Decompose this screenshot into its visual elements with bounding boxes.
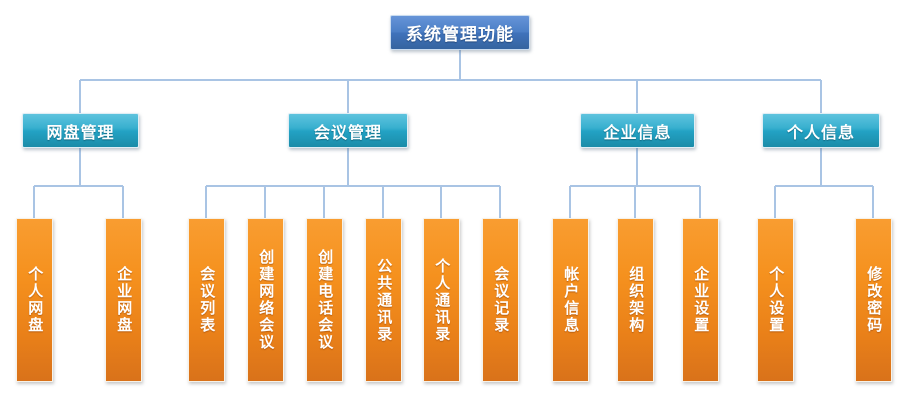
node-leaf-personal-contacts[interactable]: 个人通讯录 [423, 218, 460, 382]
node-leaf-label: 公共通讯录 [375, 257, 394, 343]
node-branch-label: 会议管理 [313, 122, 382, 142]
node-leaf-meeting-list[interactable]: 会议列表 [188, 218, 225, 382]
node-leaf-enterprise-settings[interactable]: 企业设置 [682, 218, 719, 382]
node-leaf-change-password[interactable]: 修改密码 [855, 218, 892, 382]
node-leaf-create-online-meeting[interactable]: 创建网络会议 [247, 218, 284, 382]
node-leaf-label: 个人设置 [767, 266, 786, 334]
node-leaf-enterprise-disk[interactable]: 企业网盘 [105, 218, 142, 382]
node-leaf-account-info[interactable]: 帐户信息 [552, 218, 589, 382]
node-leaf-org-structure[interactable]: 组织架构 [617, 218, 654, 382]
node-leaf-public-contacts[interactable]: 公共通讯录 [365, 218, 402, 382]
node-leaf-label: 个人通讯录 [433, 257, 452, 343]
node-leaf-label: 企业网盘 [115, 266, 134, 334]
node-leaf-label: 企业设置 [692, 266, 711, 334]
node-branch-label: 个人信息 [786, 122, 855, 142]
node-leaf-label: 个人网盘 [26, 266, 45, 334]
node-leaf-label: 会议列表 [198, 266, 217, 334]
node-branch-label: 网盘管理 [46, 122, 115, 142]
node-root[interactable]: 系统管理功能 [390, 15, 530, 50]
node-branch-personal-info[interactable]: 个人信息 [762, 113, 880, 148]
node-leaf-label: 创建网络会议 [257, 249, 276, 351]
node-branch-disk-management[interactable]: 网盘管理 [22, 113, 139, 148]
node-leaf-label: 组织架构 [627, 266, 646, 334]
node-leaf-label: 帐户信息 [562, 266, 581, 334]
node-leaf-label: 会议记录 [492, 266, 511, 334]
node-leaf-label: 修改密码 [865, 266, 884, 334]
node-leaf-personal-disk[interactable]: 个人网盘 [16, 218, 53, 382]
node-branch-enterprise-info[interactable]: 企业信息 [580, 113, 695, 148]
node-branch-label: 企业信息 [603, 122, 672, 142]
node-leaf-label: 创建电话会议 [316, 249, 335, 351]
node-leaf-personal-settings[interactable]: 个人设置 [757, 218, 794, 382]
node-root-label: 系统管理功能 [406, 25, 514, 45]
node-leaf-meeting-records[interactable]: 会议记录 [482, 218, 519, 382]
node-branch-meeting-management[interactable]: 会议管理 [288, 113, 408, 148]
node-leaf-create-phone-meeting[interactable]: 创建电话会议 [306, 218, 343, 382]
